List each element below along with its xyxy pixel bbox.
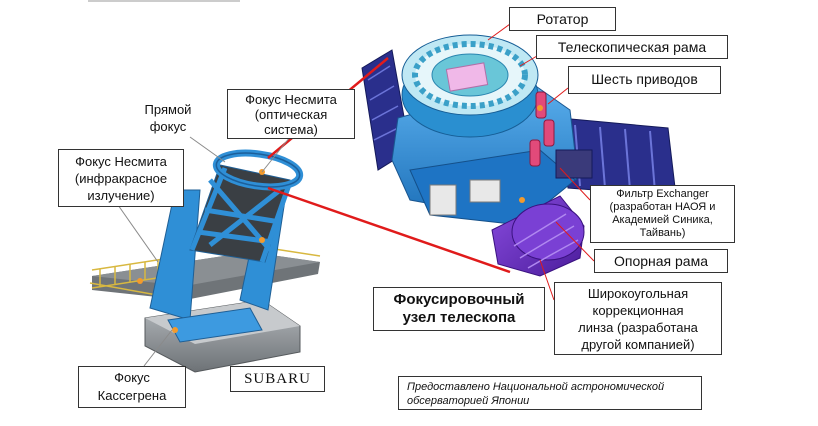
subaru-telescope-illustration [89,149,321,373]
label-filter-exchanger: Фильтр Exchanger (разработан НАОЯ и Акад… [590,185,735,243]
callout-lines [487,23,595,301]
label-support-frame: Опорная рама [594,249,728,273]
label-prime-focus: Прямой фокус [144,102,192,134]
label-rotator: Ротатор [509,7,616,31]
label-six-drives: Шесть приводов [568,66,721,94]
label-focus-assembly: Фокусировочный узел телескопа [373,287,545,331]
label-subaru: SUBARU [230,366,325,392]
image-credit: Предоставлено Национальной астрономическ… [398,376,702,410]
label-nasmyth-focus-infrared: Фокус Несмита (инфракрасное излучение) [58,149,184,207]
leader-lines [117,136,291,367]
label-nasmyth-focus-optical: Фокус Несмита (оптическая система) [227,89,355,139]
prime-focus-unit-illustration [361,34,677,277]
label-cassegrain-focus: Фокус Кассегрена [78,366,186,408]
label-telescope-frame: Телескопическая рама [536,35,728,59]
label-wide-field-corrector: Широкоугольная коррекционная линза (разр… [554,282,722,355]
